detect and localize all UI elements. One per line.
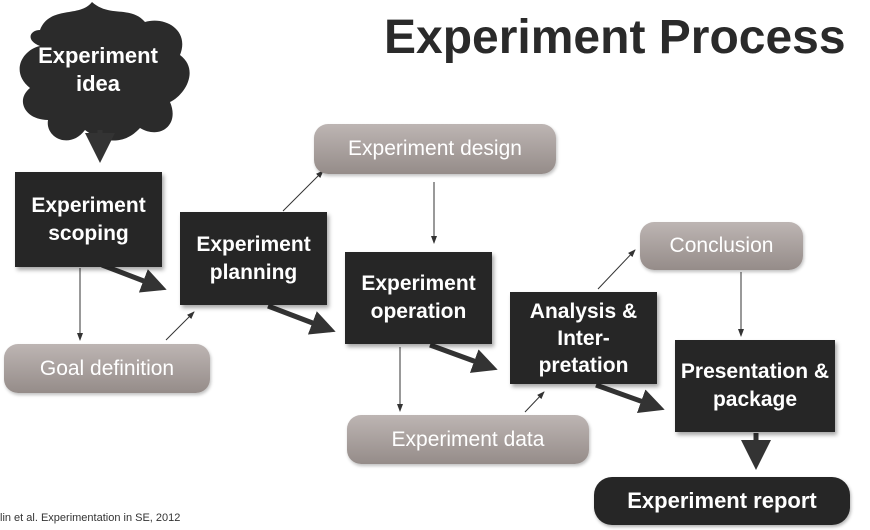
- arrow-goal-to-planning: [165, 311, 195, 341]
- node-experiment-operation-label: Experiment operation: [361, 272, 476, 323]
- arrow-scoping-to-planning: [101, 262, 167, 293]
- node-experiment-data: Experiment data: [347, 415, 589, 464]
- arrow-analysis-to-conclusion: [597, 249, 636, 290]
- node-experiment-report: Experiment report: [594, 477, 850, 525]
- node-presentation-package: Presentation & package: [675, 340, 835, 432]
- arrow-operation-to-analysis: [429, 342, 498, 373]
- node-experiment-scoping-label: Experiment scoping: [31, 193, 146, 245]
- node-experiment-scoping: Experiment scoping: [15, 172, 162, 267]
- node-experiment-report-label: Experiment report: [627, 488, 817, 513]
- node-conclusion-label: Conclusion: [669, 234, 774, 257]
- idea-cloud-shape: [19, 2, 190, 141]
- arrow-data-to-analysis: [524, 391, 545, 413]
- page-title: Experiment Process: [384, 11, 846, 64]
- node-analysis-interpretation-label: Analysis & Inter-pretation: [529, 299, 638, 377]
- node-goal-definition-label: Goal definition: [39, 356, 175, 380]
- node-experiment-design: Experiment design: [314, 124, 556, 174]
- node-analysis-interpretation: Analysis & Inter-pretation: [510, 292, 657, 384]
- node-experiment-idea: Experiment idea: [38, 43, 158, 96]
- node-experiment-operation: Experiment operation: [345, 252, 492, 344]
- node-experiment-data-label: Experiment data: [391, 427, 545, 451]
- arrow-planning-to-operation: [267, 303, 336, 335]
- node-experiment-planning-label: Experiment planning: [196, 232, 311, 284]
- arrow-analysis-to-presentation: [595, 382, 665, 413]
- arrow-planning-to-design: [282, 170, 324, 212]
- node-experiment-planning: Experiment planning: [180, 212, 327, 305]
- node-experiment-design-label: Experiment design: [348, 137, 522, 160]
- citation: lin et al. Experimentation in SE, 2012: [0, 512, 181, 524]
- node-conclusion: Conclusion: [640, 222, 803, 270]
- node-goal-definition: Goal definition: [4, 344, 210, 393]
- node-presentation-package-label: Presentation & package: [680, 360, 830, 411]
